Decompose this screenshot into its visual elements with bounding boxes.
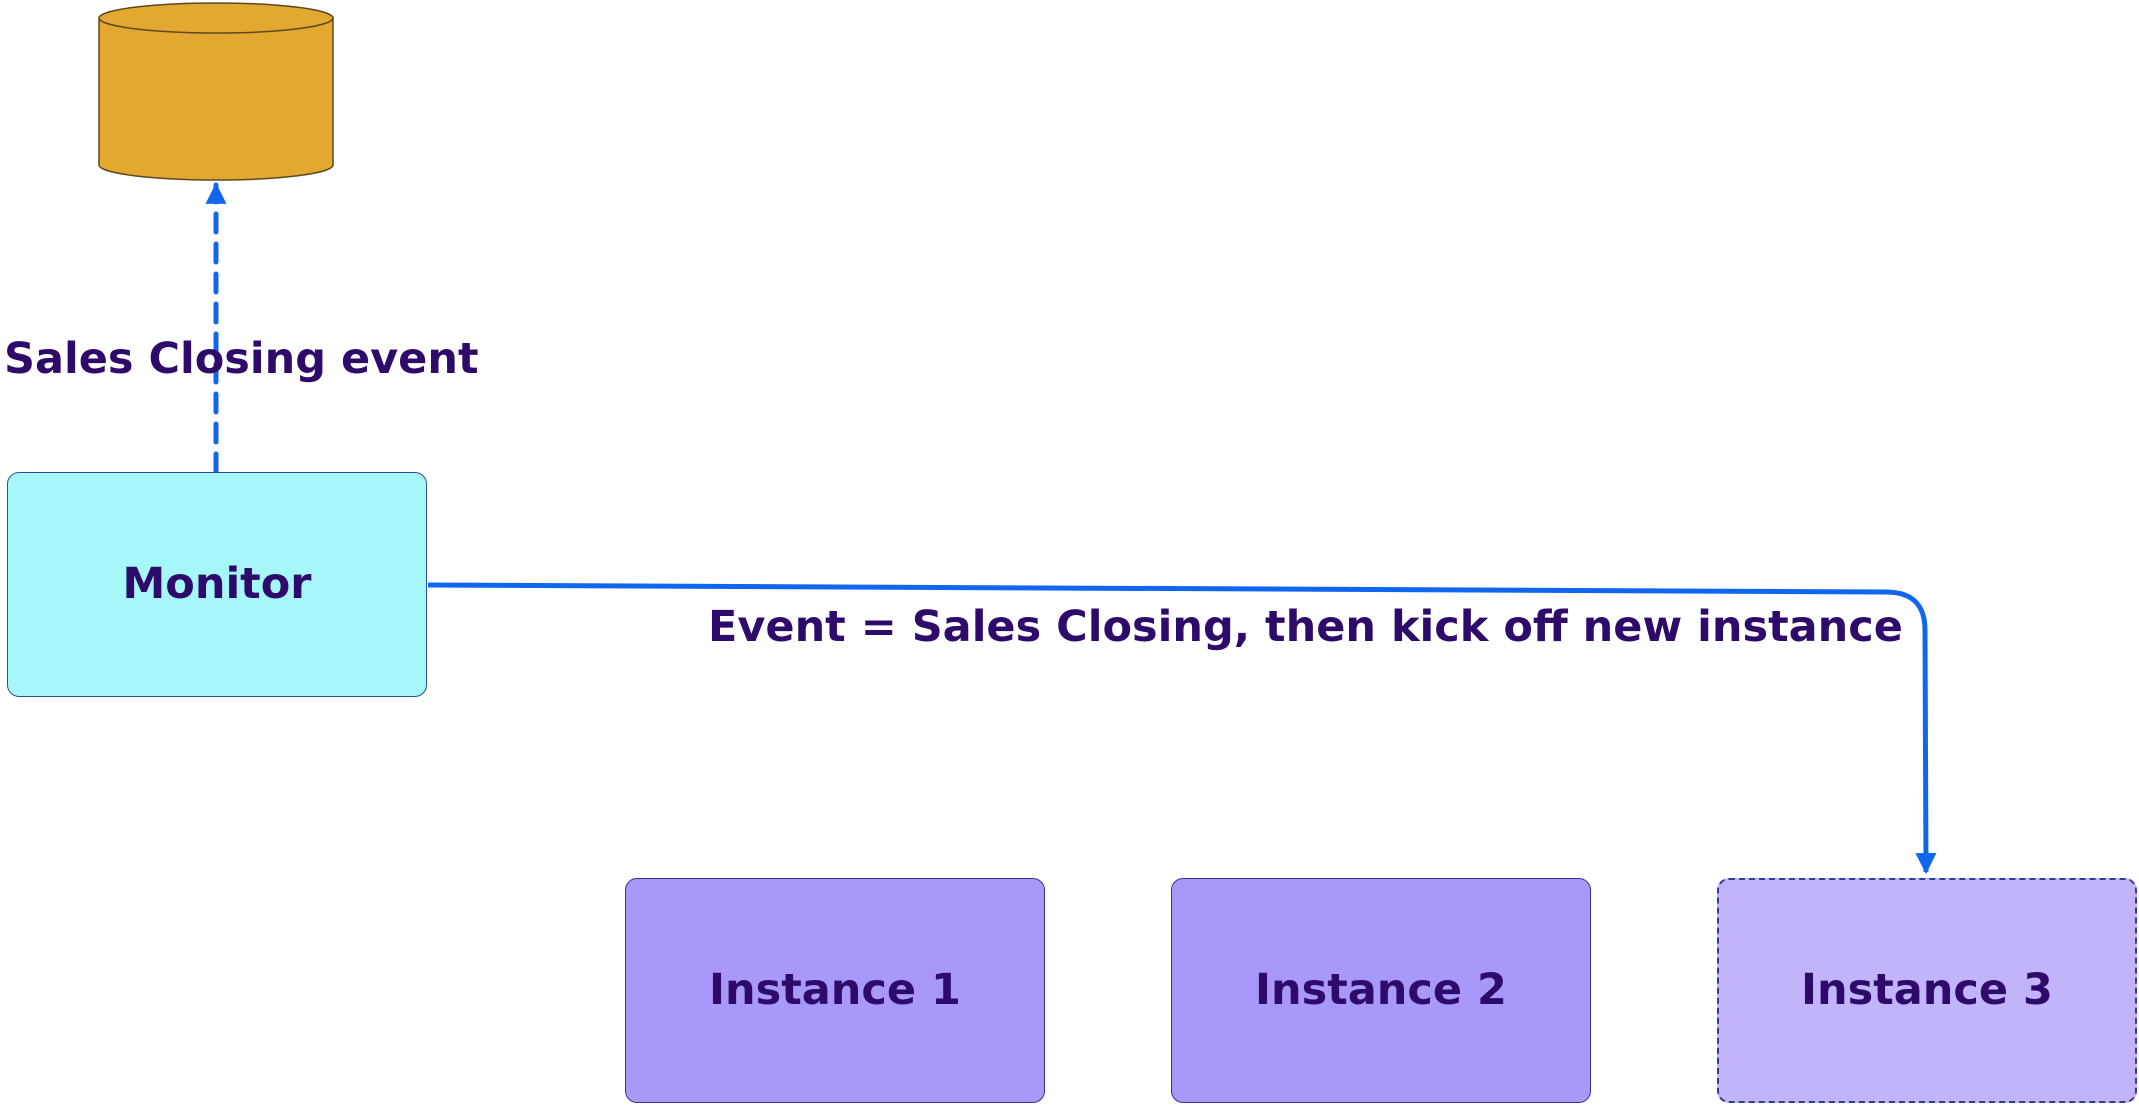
- database-cylinder-icon: [98, 2, 334, 181]
- instance-3-label: Instance 3: [1801, 965, 2053, 1015]
- monitor-node[interactable]: Monitor: [7, 472, 427, 697]
- instance-3-node[interactable]: Instance 3: [1717, 878, 2137, 1103]
- monitor-to-instance-3-connector: [427, 582, 1937, 875]
- instance-2-node[interactable]: Instance 2: [1171, 878, 1591, 1103]
- instance-2-label: Instance 2: [1255, 965, 1507, 1015]
- database-connector-label: Sales Closing event: [4, 334, 479, 384]
- instance-1-label: Instance 1: [709, 965, 961, 1015]
- monitor-label: Monitor: [122, 559, 312, 609]
- instance-connector-label: Event = Sales Closing, then kick off new…: [708, 602, 1903, 652]
- instance-1-node[interactable]: Instance 1: [625, 878, 1045, 1103]
